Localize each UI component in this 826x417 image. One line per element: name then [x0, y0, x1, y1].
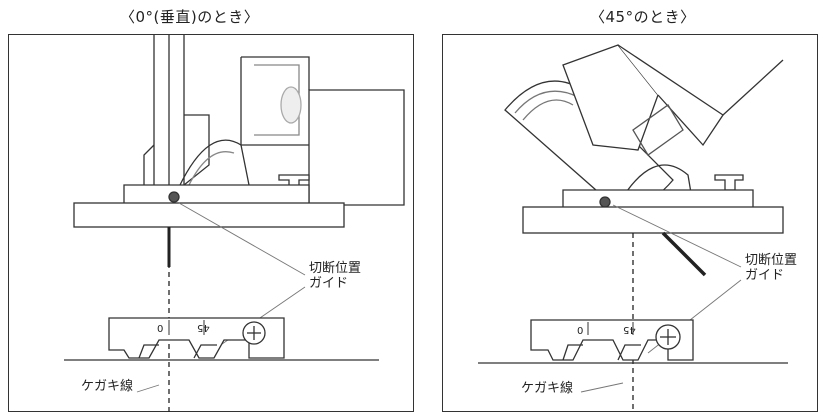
guide-plate-detail	[108, 317, 285, 359]
saw-vertical-drawing	[64, 35, 405, 413]
workpiece-board	[73, 202, 345, 228]
leader-guide-top	[178, 202, 306, 276]
guide-label-line2: ガイド	[309, 276, 349, 291]
handle-line	[722, 59, 784, 116]
caption-45-degree: 〈45°のとき〉	[590, 8, 696, 26]
guide-label-45: 切断位置 ガイド	[745, 253, 797, 283]
guide-pivot-tilted	[599, 196, 611, 208]
guide-label-45-line2: ガイド	[745, 268, 785, 283]
guide-label: 切断位置 ガイド	[309, 261, 361, 291]
blade-guard	[153, 35, 185, 205]
scribe-label: ケガキ線	[81, 379, 134, 394]
panel-vertical-cut: 0 45 切断位置 ガイド ケガキ線	[8, 34, 414, 413]
scale-0-label-45: 0	[577, 324, 584, 335]
guide-plate-detail-45	[530, 319, 694, 361]
scribe-label-45: ケガキ線	[521, 381, 574, 396]
motor-housing	[240, 57, 405, 206]
scale-0-label: 0	[157, 322, 164, 333]
panel-45-degree-cut: 0 45 切断位置 ガイド ケガキ線	[442, 34, 818, 413]
scale-45-label: 45	[197, 322, 210, 333]
saw-45-drawing	[478, 44, 788, 413]
scale-45-label-45: 45	[623, 324, 636, 335]
motor-housing-tilted	[562, 44, 659, 151]
bevel-knob-tilted	[714, 174, 744, 191]
leader-guide-top-45	[612, 204, 742, 268]
saw-blade-tilted	[661, 231, 707, 277]
leader-scribe	[136, 384, 160, 393]
guide-pivot	[168, 191, 180, 203]
guide-label-line1: 切断位置	[309, 261, 362, 276]
guide-label-45-line1: 切断位置	[745, 253, 798, 268]
depth-lever	[178, 139, 250, 188]
leader-scribe-45	[580, 382, 624, 393]
workpiece-board-45	[522, 206, 784, 234]
caption-vertical: 〈0°(垂直)のとき〉	[120, 8, 260, 26]
